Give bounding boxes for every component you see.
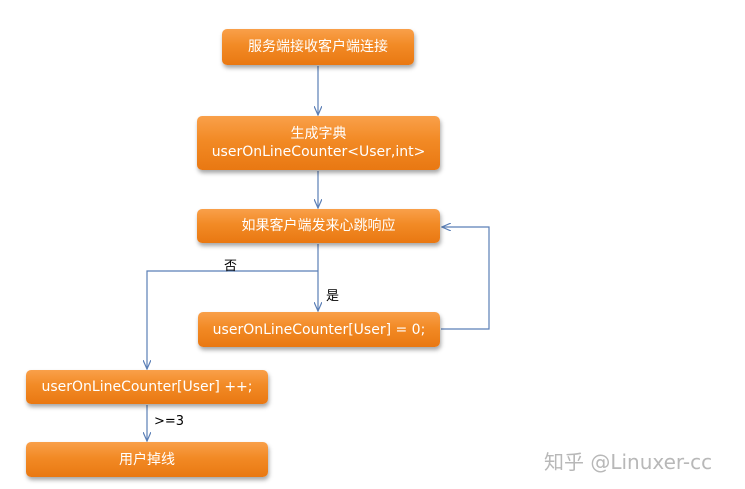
edge-heartbeat-to-increment [147, 270, 318, 369]
watermark: 知乎 @Linuxer-cc [544, 450, 713, 474]
node-heartbeat-check: 如果客户端发来心跳响应 [197, 209, 440, 243]
edge-reset-loop-back [441, 227, 490, 330]
node-generate-dict: 生成字典 userOnLineCounter<User,int> [197, 116, 440, 170]
node-user-dropped-text: 用户掉线 [119, 451, 175, 468]
node-reset-counter-text: userOnLineCounter[User] = 0; [212, 321, 426, 338]
node-generate-dict-title: 生成字典 [290, 126, 347, 142]
node-user-dropped: 用户掉线 [26, 442, 268, 477]
node-reset-counter: userOnLineCounter[User] = 0; [198, 312, 440, 347]
node-increment-counter-text: userOnLineCounter[User] ++; [41, 379, 253, 395]
node-increment-counter: userOnLineCounter[User] ++; [26, 370, 268, 404]
node-heartbeat-check-text: 如果客户端发来心跳响应 [241, 218, 396, 234]
node-server-accept-text: 服务端接收客户端连接 [248, 39, 388, 55]
edge-label-threshold: >=3 [154, 414, 185, 429]
node-server-accept: 服务端接收客户端连接 [222, 29, 414, 65]
node-generate-dict-type: userOnLineCounter<User,int> [211, 144, 426, 160]
edge-label-yes: 是 [326, 289, 340, 304]
edge-label-no: 否 [224, 259, 238, 274]
